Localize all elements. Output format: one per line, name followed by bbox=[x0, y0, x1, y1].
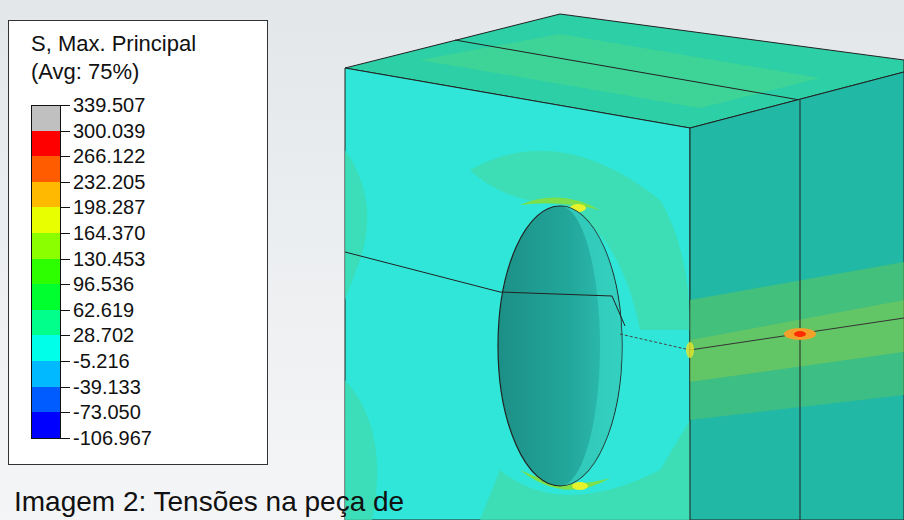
legend-value: 28.702 bbox=[73, 324, 134, 346]
tick-mark bbox=[61, 412, 70, 413]
color-band bbox=[31, 310, 61, 336]
tick-mark bbox=[61, 259, 70, 260]
legend-value: -5.216 bbox=[73, 350, 130, 372]
legend-value: 339.507 bbox=[73, 94, 145, 116]
tick-mark bbox=[61, 438, 70, 439]
legend-value: 198.287 bbox=[73, 196, 145, 218]
tick-mark bbox=[61, 131, 70, 132]
legend-title: S, Max. Principal bbox=[31, 31, 196, 57]
legend-value: 300.039 bbox=[73, 120, 145, 142]
legend-value: 232.205 bbox=[73, 171, 145, 193]
legend-value: 62.619 bbox=[73, 299, 134, 321]
legend-value: -39.133 bbox=[73, 376, 141, 398]
color-band bbox=[31, 284, 61, 310]
legend-value: -73.050 bbox=[73, 401, 141, 423]
tick-mark bbox=[61, 284, 70, 285]
tick-mark bbox=[61, 156, 70, 157]
color-band bbox=[31, 259, 61, 285]
legend-value: -106.967 bbox=[73, 427, 152, 449]
color-band bbox=[31, 412, 61, 438]
figure-caption: Imagem 2: Tensões na peça de bbox=[14, 486, 404, 518]
tick-mark bbox=[61, 335, 70, 336]
color-band bbox=[31, 207, 61, 233]
color-band bbox=[31, 156, 61, 182]
tick-mark bbox=[61, 207, 70, 208]
color-band bbox=[31, 387, 61, 413]
color-band bbox=[31, 131, 61, 157]
color-band bbox=[31, 335, 61, 361]
tick-mark bbox=[61, 233, 70, 234]
color-band bbox=[31, 182, 61, 208]
tick-mark bbox=[61, 387, 70, 388]
legend-panel: S, Max. Principal(Avg: 75%) 339.507 300.03… bbox=[8, 20, 268, 465]
color-band bbox=[31, 361, 61, 387]
color-band bbox=[31, 105, 61, 131]
tick-mark bbox=[61, 182, 70, 183]
legend-value: 164.370 bbox=[73, 222, 145, 244]
color-band bbox=[31, 233, 61, 259]
tick-mark bbox=[61, 310, 70, 311]
tick-mark bbox=[61, 361, 70, 362]
legend-value: 130.453 bbox=[73, 248, 145, 270]
legend-value: 96.536 bbox=[73, 273, 134, 295]
legend-value: 266.122 bbox=[73, 145, 145, 167]
legend-subtitle: (Avg: 75%) bbox=[31, 59, 139, 85]
tick-mark bbox=[61, 105, 70, 106]
